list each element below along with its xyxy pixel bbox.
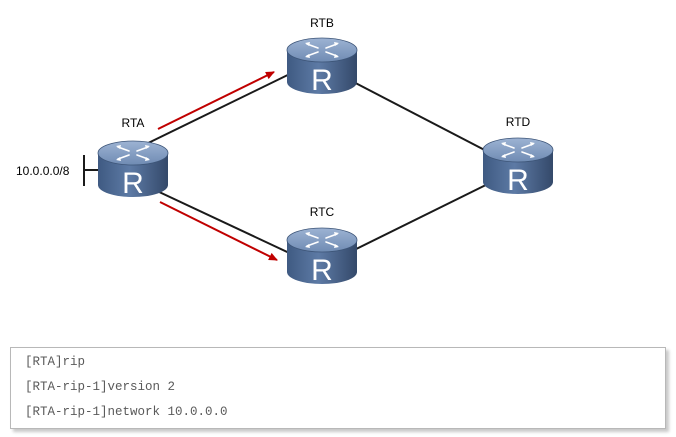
update-arrow-to-rtb [157,71,275,130]
router-rtb: R [286,37,358,97]
router-rtd: R [482,137,554,197]
network-diagram: 10.0.0.0/8 R RTA R RTB R RTC R RTD [16,16,554,287]
router-rta: R [97,140,169,200]
cli-line-rip: [RTA]rip [25,355,86,369]
router-rtc-letter: R [311,254,333,287]
link-rta-rtc [139,182,301,259]
router-rta-label: RTA [122,116,145,130]
link-rta-rtb [139,68,301,148]
router-rtd-label: RTD [506,115,531,129]
router-rtc-label: RTC [310,205,335,219]
router-rtd-letter: R [507,164,529,197]
router-rta-letter: R [122,167,144,200]
update-arrow-to-rtc [159,201,278,261]
network-prefix-label: 10.0.0.0/8 [16,164,70,178]
cli-line-network: [RTA-rip-1]network 10.0.0.0 [25,405,228,419]
cli-config-box: [RTA]rip [RTA-rip-1]version 2 [RTA-rip-1… [10,347,666,429]
link-rtb-rtd [341,75,501,159]
router-rtc: R [286,227,358,287]
router-rtb-label: RTB [310,16,334,30]
router-rtb-letter: R [311,64,333,97]
link-rtc-rtd [341,177,501,257]
cli-line-version: [RTA-rip-1]version 2 [25,380,176,394]
